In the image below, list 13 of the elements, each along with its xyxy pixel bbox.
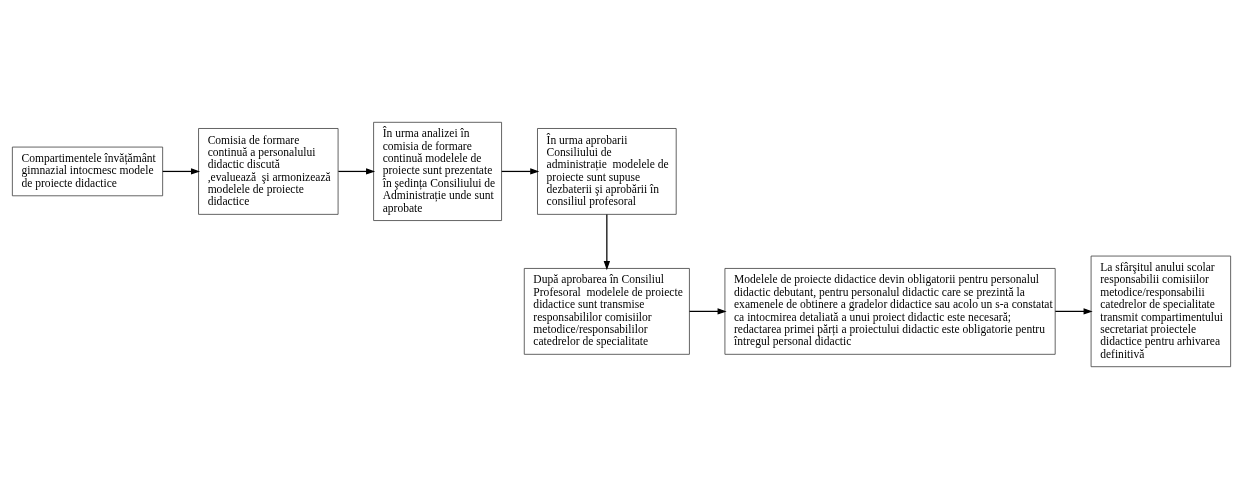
node-box: După aprobarea în Consiliul Profesoral modelele de proiecte didactice sunt transmise responsabililor comisiilor metodice/responsabililor catedrelor de specialitate xyxy=(523,267,690,355)
node-box: Compartimentele învățământ gimnazial intocmesc modele de proiecte didactice xyxy=(11,146,164,196)
node-box: În urma aprobarii Consiliului de administrație modelele de proiecte sunt supuse dezbaterii şi aprobării în consiliul profesoral xyxy=(537,127,677,215)
node-box: Modelele de proiecte didactice devin obligatorii pentru personalul didactic debutant, pentru personalul didactic care se prezintă la examenele de obtinere a gradelor didactice sau acolo un s-a constatat ca intocmirea detaliată a unui proiect didactic este necesară; redactarea primei părți a proiectului didactic este obligatorie pentru întregul personal didactic xyxy=(724,267,1056,355)
arrow xyxy=(501,167,540,175)
arrow xyxy=(1054,307,1093,315)
arrow xyxy=(688,307,727,315)
node-box: În urma analizei în comisia de formare continuă modelele de proiecte sunt prezentate în şedința Consiliului de Administrație unde sunt aprobate xyxy=(373,121,502,221)
arrow xyxy=(603,213,611,270)
node-box: Comisia de formare continuă a personalului didactic discută ,evaluează şi armonizează modelele de proiecte didactice xyxy=(198,127,339,215)
arrow xyxy=(337,167,376,175)
node-box: La sfârşitul anului scolar responsabilii comisiilor metodice/responsabilii catedrelor de specialitate transmit compartimentului secretariat proiectele didactice pentru arhivarea definitivă xyxy=(1090,255,1232,367)
arrow xyxy=(162,167,201,175)
